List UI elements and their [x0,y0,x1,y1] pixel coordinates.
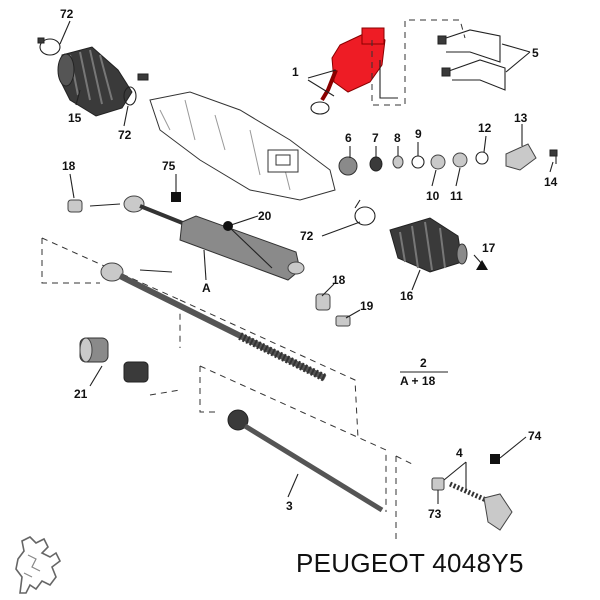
pinion-valve-1 [310,27,386,115]
callout-8: 8 [394,131,401,145]
callout-14: 14 [544,175,558,189]
callout-4: 4 [456,446,463,460]
callout-20: 20 [258,209,272,223]
tie-rod-assembly-A [89,195,305,281]
seal-11 [452,152,468,168]
callout-1: 1 [292,65,299,79]
bush-21 [79,337,149,383]
bushing-6 [338,156,358,176]
rack-bar-frame [41,237,359,439]
callout-19: 19 [360,299,374,313]
bolt-14 [549,149,558,164]
callout-18-right: 18 [332,273,346,287]
callout-15: 15 [68,111,82,125]
callout-3: 3 [286,499,293,513]
rack-bar [100,262,327,382]
callout-2: 2 [420,356,427,370]
seal-10 [430,154,446,170]
callout-6: 6 [345,131,352,145]
clip-72-top [37,37,61,56]
callout-18-left: 18 [62,159,76,173]
callout-A-plus-18: A + 18 [400,374,436,388]
callout-72-right: 72 [300,229,314,243]
callout-A: A [202,281,211,295]
peugeot-lion-logo [15,536,62,594]
bushing-18-right [315,293,331,311]
cover-13 [505,143,537,171]
callout-7: 7 [372,131,379,145]
pipes-5 [371,19,506,106]
callout-9: 9 [415,127,422,141]
clip-72-right [354,199,376,226]
callout-16: 16 [400,289,414,303]
boot-16 [389,217,468,273]
rack-housing [149,91,336,201]
callout-75: 75 [162,159,176,173]
washer-8 [392,155,404,169]
ring-9 [411,155,425,169]
callout-5: 5 [532,46,539,60]
callout-17: 17 [482,241,496,255]
callout-74: 74 [528,429,542,443]
callout-73: 73 [428,507,442,521]
bushing-18-left [67,199,83,213]
tie-rod-end-frame [395,455,413,540]
brand-part-number: PEUGEOT 4048Y5 [296,548,524,578]
leader-lines [59,20,554,504]
nut-7 [369,156,383,172]
nut-73 [431,477,445,491]
callout-11: 11 [450,189,463,203]
markers [171,192,500,464]
callout-10: 10 [426,189,440,203]
callout-21: 21 [74,387,88,401]
tie-rod-frame [199,365,387,512]
clip-72-mid [123,73,149,106]
ring-12 [475,151,489,165]
callout-labels: 72 5 1 15 72 6 7 8 9 12 13 10 11 14 18 7… [60,7,558,521]
callout-72: 72 [60,7,74,21]
callout-13: 13 [514,111,528,125]
inner-tie-rod-3 [227,409,384,513]
tie-rod-end-4 [448,481,513,531]
bolt-19 [335,315,351,327]
callout-72-mid: 72 [118,128,132,142]
boot-15 [57,46,133,117]
callout-12: 12 [478,121,492,135]
